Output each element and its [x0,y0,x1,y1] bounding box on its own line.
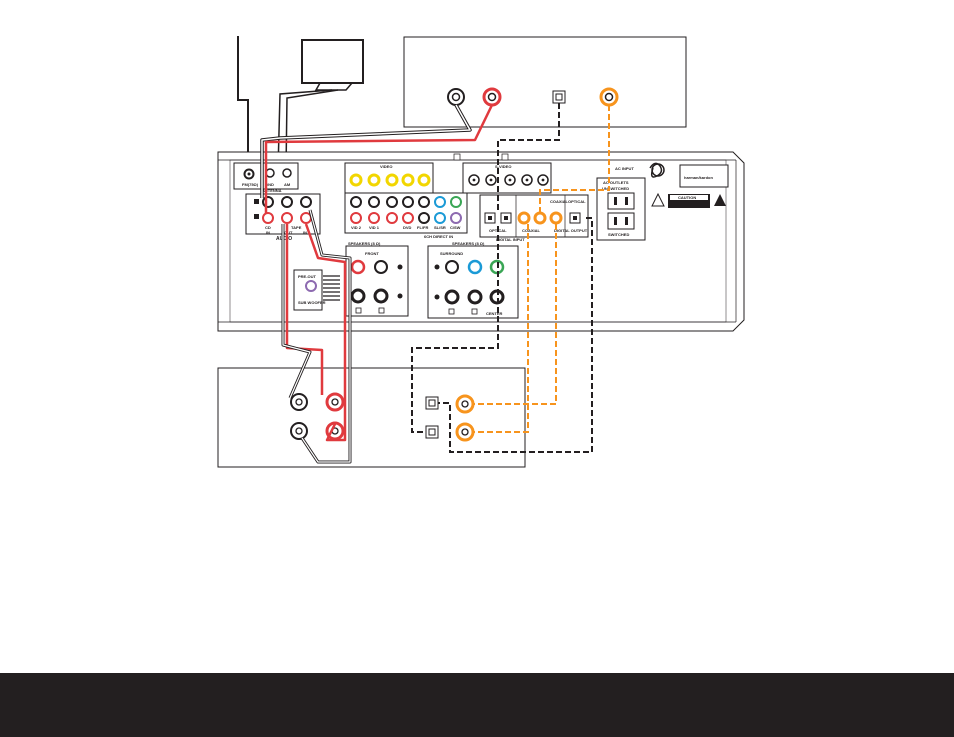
recorder-optical-in [425,396,439,410]
analog-cable-source-to-cd [260,104,494,214]
switched-label: SWITCHED [608,232,629,237]
center-label: CENTER [486,311,503,316]
optical-out-label: OPTICAL [568,199,586,204]
caution-label: CAUTION [678,195,696,200]
front-speaker-terminals: SPEAKERS (8 Ω) FRONT PRE-OUT SUB WOOFER [293,241,409,317]
sl-sr-label: SL/SR [434,225,446,230]
video-composite-jacks: VIDEO [344,162,434,194]
optical-cable-recorder [411,217,593,453]
video-label: VIDEO [380,164,392,169]
coaxial-cable-source [539,105,610,212]
recorder-coaxial-in [455,394,475,414]
recorder-optical-out [425,425,439,439]
surround-speaker-terminals: SPEAKERS (8 Ω) SURROUND CENTER [427,241,519,319]
vid2-label: VID 2 [351,225,362,230]
dvd-label: DVD [403,225,412,230]
tape-in-label: IN [303,230,307,235]
coaxial-in-1 [517,211,531,225]
svideo-label: S-VIDEO [495,164,511,169]
digital-input-label: DIGITAL INPUT [496,237,525,242]
source-audio-right-jack [482,87,502,107]
tape-label: TAPE [291,225,302,230]
brand-label: harman/kardon [684,175,713,180]
recorder-coaxial-out [455,422,475,442]
source-coaxial-jack [599,87,619,107]
source-audio-left-jack [447,88,465,106]
digital-io: OPTICAL COAXIAL COAXIAL OPTICAL DIGITAL … [479,194,589,242]
coaxial-in-label: COAXIAL [522,228,541,233]
fm-label: FM(75Ω) [242,182,259,187]
gnd-label: GND [265,182,274,187]
fl-fr-label: FL/FR [417,225,428,230]
unswitched-label: UNSWITCHED [602,186,629,191]
c-sw-label: C/SW [450,225,461,230]
ch6-direct-label: 6CH DIRECT IN [424,234,453,239]
svideo-jacks: S-VIDEO [462,162,552,194]
coaxial-out [549,211,563,225]
digital-output-label: DIGITAL OUTPUT [554,228,588,233]
am-label: AM [284,182,291,187]
speakers-rear-label: SPEAKERS (8 Ω) [452,241,485,246]
analog-cable-tape [281,209,352,464]
ac-input-label: AC INPUT [615,166,634,171]
front-label: FRONT [365,251,379,256]
ac-outlets: AC OUTLETS UNSWITCHED SWITCHED AC INPUT [596,166,646,241]
am-loop-antenna [277,39,364,171]
audio-jack-row-bottom [262,212,312,224]
source-optical-jack [552,90,566,104]
fm-antenna-cable [237,36,249,172]
multichannel-row-bottom [350,212,462,224]
sub-label: SUB WOOFER [298,300,326,305]
tape-deck [217,367,526,468]
footer-bar [0,673,954,737]
speakers-front-label: SPEAKERS (8 Ω) [348,241,381,246]
audio-jack-row-top [262,196,312,208]
multichannel-row-top [350,196,462,208]
preout-label: PRE-OUT [298,274,317,279]
brand-caution-labels: harman/kardon CAUTION [651,164,729,208]
coaxial-out-label: COAXIAL [550,199,569,204]
am-terminal [282,168,292,178]
antenna-label: ANTENNA [262,188,282,193]
ac-outlets-label: AC OUTLETS [603,180,629,185]
cd-label: CD [265,225,271,230]
optical-cable-source [497,103,560,210]
source-device-top [403,36,687,128]
coaxial-cable-recorder [473,224,557,433]
tape-out-label: OUT [284,230,293,235]
ac-cord [649,162,665,178]
coaxial-in-2 [533,211,547,225]
vid1-label: VID 1 [369,225,380,230]
subwoofer-jack [305,280,317,292]
cd-in-label: IN [266,230,270,235]
multichannel-jacks: VID 2 VID 1 DVD FL/FR SL/SR C/SW 6CH DIR… [344,192,468,239]
surround-label: SURROUND [440,251,463,256]
